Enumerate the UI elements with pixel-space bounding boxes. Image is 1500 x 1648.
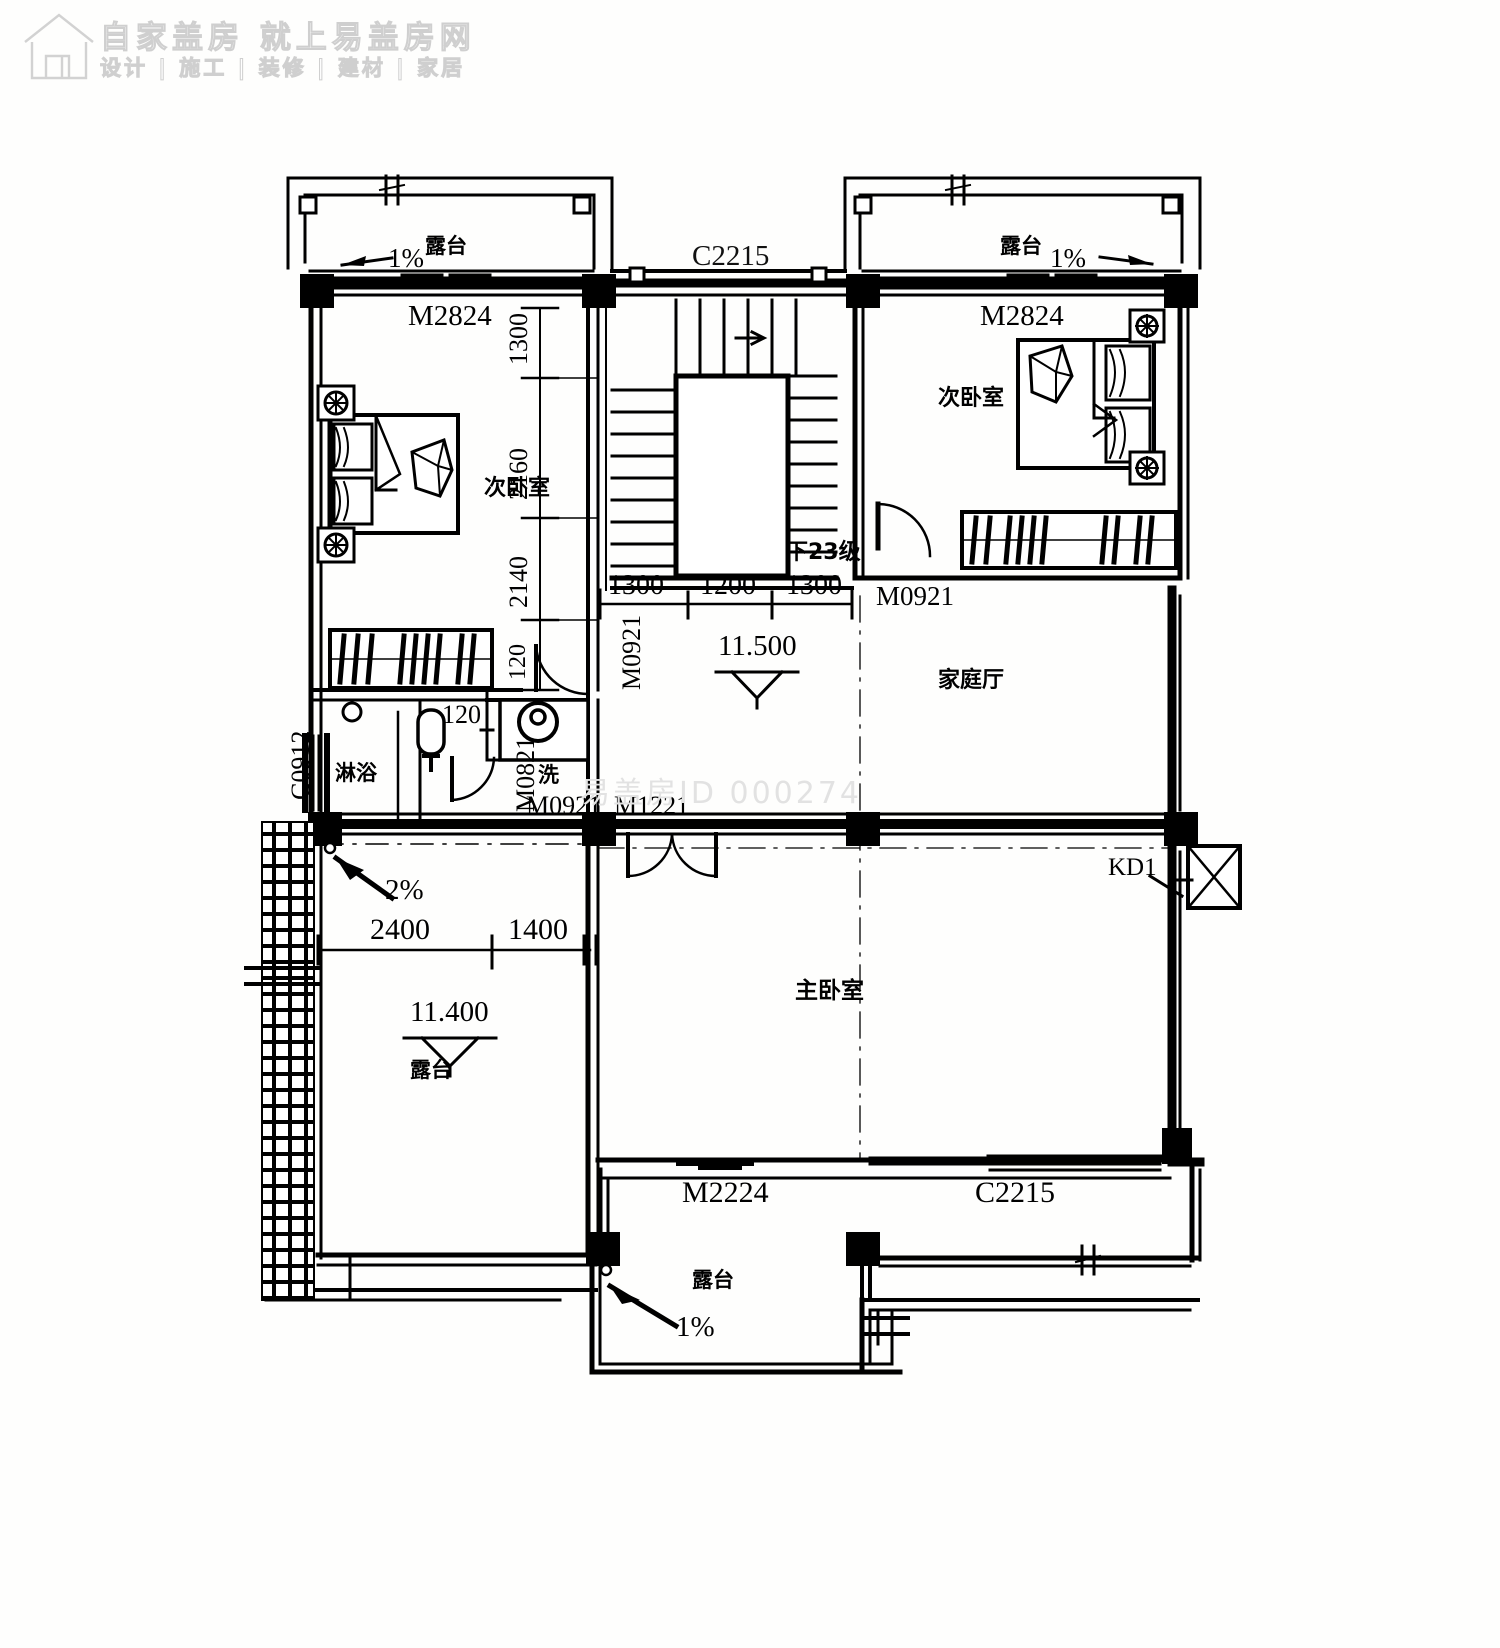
tag-m1221: M1221 — [614, 791, 690, 820]
dim-2160-vertical: 2160 — [504, 448, 533, 500]
slope-bottom: 1% — [676, 1311, 715, 1343]
dim-1300-vertical: 1300 — [504, 313, 533, 365]
room-label-wash: 洗 — [538, 763, 559, 787]
room-label-family-hall: 家庭厅 — [938, 668, 1005, 693]
tag-m0921-right: M0921 — [876, 581, 955, 611]
logo-subtitle: 设计 | 施工 | 装修 | 建材 | 家居 — [99, 56, 466, 81]
room-label-terrace-bottom: 露台 — [692, 1268, 734, 1292]
room-label-shower: 淋浴 — [335, 761, 377, 785]
tag-m0921-lower: M0921 — [526, 791, 602, 820]
tag-kd1: KD1 — [1108, 854, 1157, 881]
stair-direction-label: 下23级 — [786, 540, 861, 565]
tag-c2215-bottom: C2215 — [975, 1176, 1056, 1209]
dim-1300-h2: 1300 — [786, 570, 842, 601]
house-outline-icon — [24, 13, 94, 80]
elevation-terrace: 11.400 — [410, 996, 489, 1028]
room-label-bedroom-left: 次卧室 — [484, 476, 551, 501]
dim-120-bath: 120 — [442, 700, 481, 729]
tag-m0921-vertical: M0921 — [617, 614, 646, 690]
room-label-bedroom-right: 次卧室 — [938, 386, 1005, 411]
dim-1200-h: 1200 — [700, 570, 756, 601]
site-logo: 自家盖房 就上易盖房网 设计 | 施工 | 装修 | 建材 | 家居 — [18, 8, 471, 86]
room-label-terrace-top-right: 露台 — [1000, 234, 1042, 258]
dim-2400: 2400 — [370, 913, 430, 946]
dim-2140-vertical: 2140 — [504, 556, 533, 608]
tag-m2224: M2224 — [682, 1176, 769, 1209]
dim-1400: 1400 — [508, 913, 568, 946]
slope-top-left: 1% — [388, 243, 424, 273]
tag-c0912: C0912 — [286, 730, 315, 800]
elevation-family-hall: 11.500 — [718, 630, 797, 662]
tag-m2824-right: M2824 — [980, 300, 1064, 332]
slope-top-right: 1% — [1050, 243, 1086, 273]
room-label-terrace-top-left: 露台 — [425, 234, 467, 258]
logo-title: 自家盖房 就上易盖房网 — [100, 20, 476, 57]
watermark-id: 易盖房ID 000274 — [580, 776, 863, 811]
tag-m2824-left: M2824 — [408, 300, 492, 332]
dim-120-vertical: 120 — [505, 644, 531, 680]
room-label-terrace-lower-left: 露台 — [410, 1058, 452, 1082]
slope-terrace-left: 2% — [385, 874, 424, 906]
dim-1300-h1: 1300 — [608, 570, 664, 601]
tag-c2215-top: C2215 — [692, 240, 770, 272]
room-label-master-bedroom: 主卧室 — [795, 978, 864, 1004]
